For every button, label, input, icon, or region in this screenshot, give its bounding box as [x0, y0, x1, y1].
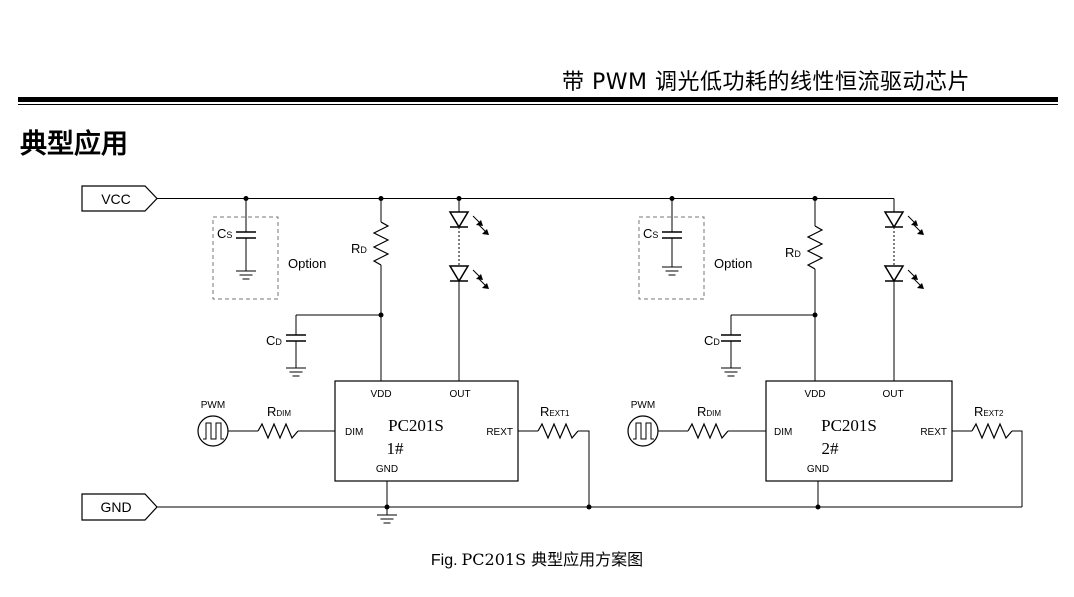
cs-capacitor: [236, 198, 256, 271]
rext-resistor: [971, 422, 1013, 440]
rdim-label: RDIM: [267, 404, 291, 419]
rdim-label: RDIM: [697, 404, 721, 419]
pin-dim: DIM: [774, 427, 792, 438]
option-box: [212, 216, 279, 300]
vcc-label: VCC: [101, 191, 131, 207]
vcc-port: [81, 185, 158, 212]
pin-dim: DIM: [345, 427, 363, 438]
pin-out: OUT: [449, 389, 470, 400]
chip-index: 1#: [387, 439, 405, 458]
pwm-label: PWM: [201, 400, 225, 411]
chip-body: [334, 380, 519, 482]
option-box: [638, 216, 705, 300]
header-rule-thick: [18, 97, 1058, 102]
chip-name: PC201S: [821, 416, 877, 435]
led-icon: [449, 265, 490, 290]
header-title: 带 PWM 调光低功耗的线性恒流驱动芯片: [562, 70, 970, 95]
rdim-resistor: [257, 422, 299, 440]
pwm-label: PWM: [631, 400, 655, 411]
rdim-resistor: [687, 422, 729, 440]
rext-resistor: [537, 422, 579, 440]
cd-label: CD: [704, 333, 720, 348]
rd-resistor: [372, 221, 390, 266]
gnd-port: [81, 493, 158, 521]
chip-index: 2#: [822, 439, 840, 458]
caption-prefix: Fig.: [430, 552, 458, 569]
pwm-source-icon: [197, 415, 229, 447]
circuit-2: CS Option RD CD VDD OUT DIM REXT GND: [627, 196, 1023, 510]
option-label: Option: [714, 256, 752, 271]
junction-dot: [586, 504, 592, 510]
rext-label: REXT1: [540, 404, 570, 419]
pin-out: OUT: [882, 389, 903, 400]
caption-text: PC201S 典型应用方案图: [461, 550, 644, 569]
chip-name: PC201S: [388, 416, 444, 435]
chip-body: [765, 380, 953, 482]
cd-label: CD: [266, 333, 282, 348]
rd-label: RD: [785, 245, 801, 260]
cs-label: CS: [643, 226, 658, 241]
pin-rext: REXT: [486, 427, 513, 438]
pin-vdd: VDD: [804, 389, 825, 400]
pin-vdd: VDD: [370, 389, 391, 400]
cd-capacitor: [721, 315, 741, 368]
pin-rext: REXT: [920, 427, 947, 438]
ground-icon: [377, 514, 397, 524]
ground-icon: [721, 367, 741, 377]
pwm-source-icon: [627, 415, 659, 447]
circuit-1: CS Option RD CD VDD OUT DIM REXT GND: [197, 196, 592, 524]
section-title: 典型应用: [20, 129, 128, 160]
junction-dot: [815, 504, 821, 510]
rd-resistor: [806, 225, 824, 270]
gnd-label: GND: [100, 499, 131, 515]
rd-label: RD: [351, 241, 367, 256]
figure-caption: Fig.PC201S 典型应用方案图: [0, 546, 1074, 570]
header-rule-thin: [18, 104, 1058, 105]
rext-label: REXT2: [974, 404, 1004, 419]
cd-capacitor: [286, 315, 306, 368]
ground-icon: [236, 270, 256, 280]
ground-icon: [662, 266, 682, 276]
pin-gnd: GND: [376, 464, 398, 475]
led-icon: [884, 265, 925, 290]
cs-capacitor: [662, 198, 682, 267]
option-label: Option: [288, 256, 326, 271]
led-icon: [884, 211, 925, 236]
led-icon: [449, 211, 490, 236]
pin-gnd: GND: [807, 464, 829, 475]
junction-dot: [384, 504, 390, 510]
cs-label: CS: [217, 226, 232, 241]
ground-icon: [286, 367, 306, 377]
